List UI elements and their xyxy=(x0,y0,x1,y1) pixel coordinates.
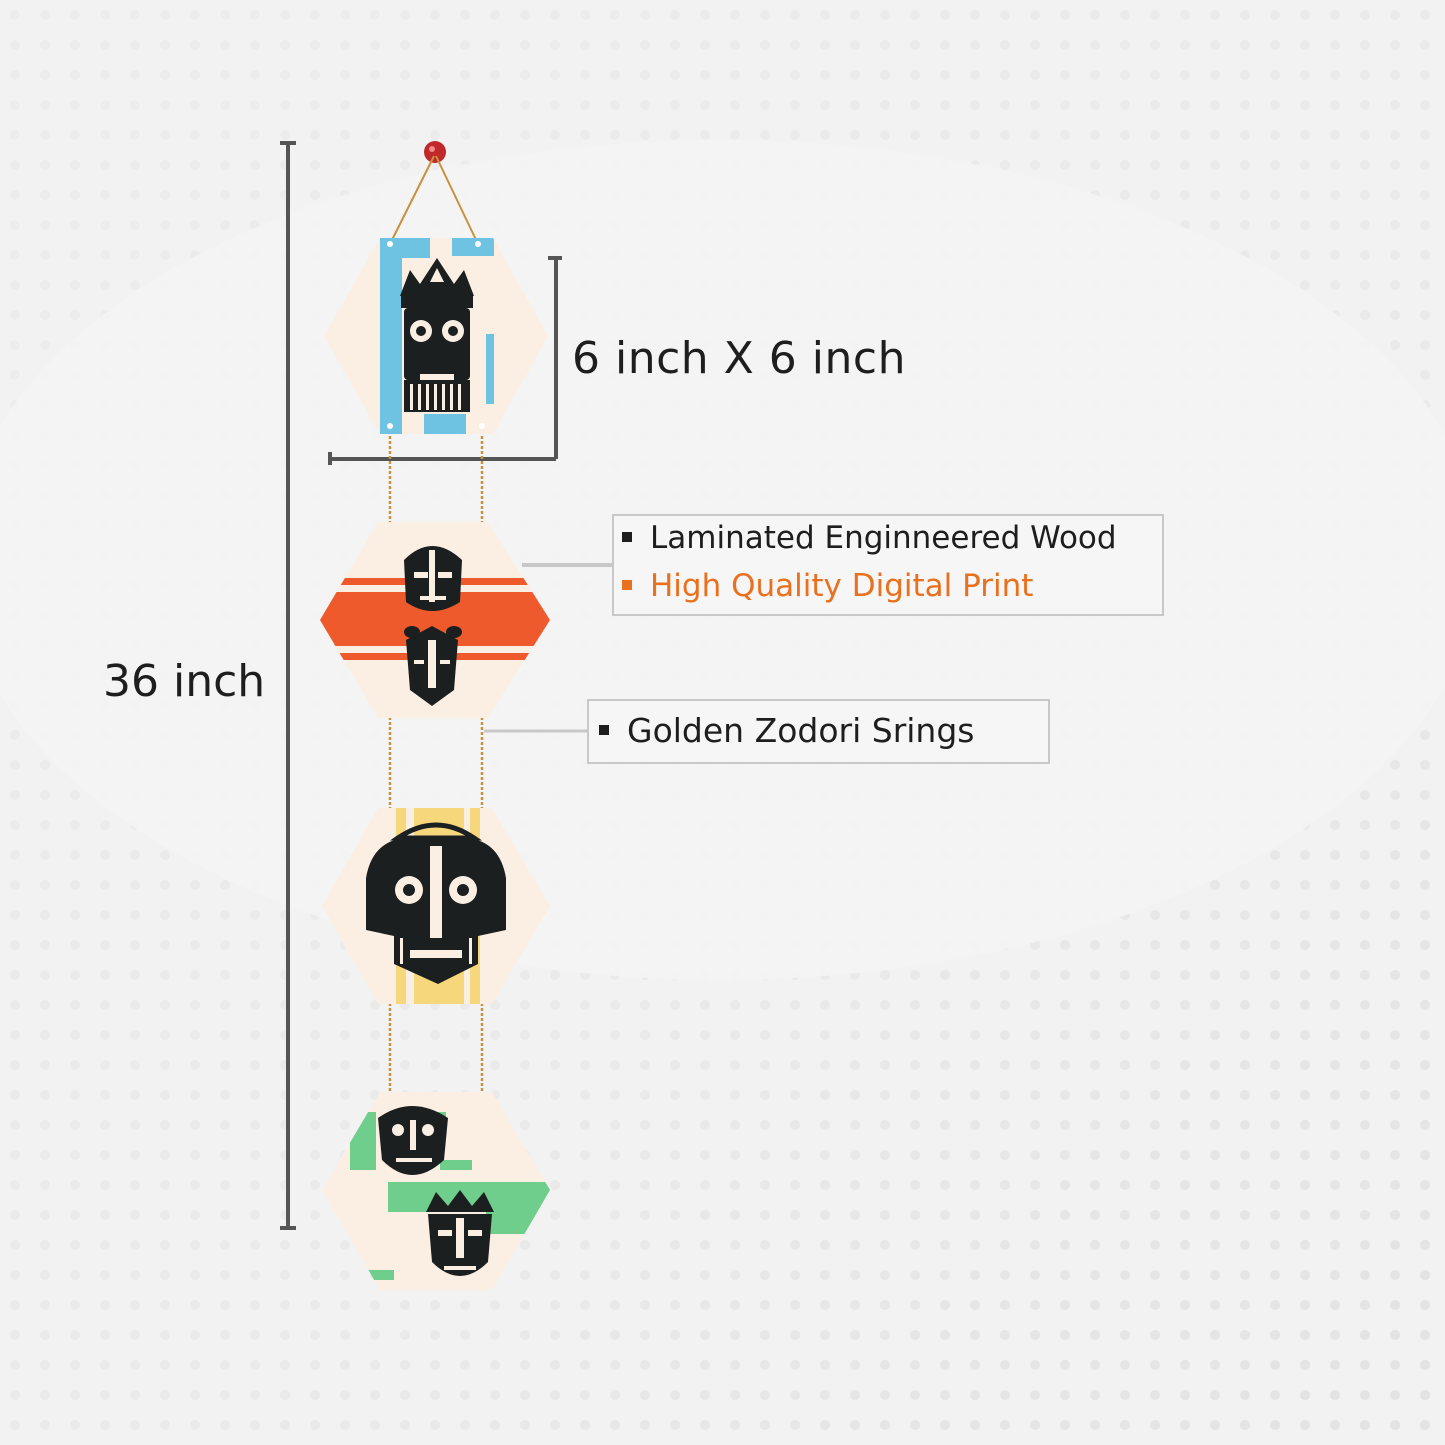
total-height-label: 36 inch xyxy=(103,656,266,707)
tile-size-bracket xyxy=(328,256,562,465)
golden-strings xyxy=(388,426,484,1100)
bullet-icon xyxy=(599,724,609,735)
strings-callout-box: Golden Zodori Srings xyxy=(587,699,1050,764)
hanging-cord xyxy=(389,155,479,245)
height-dimension-line xyxy=(280,141,296,1230)
feature-material: Laminated Enginneered Wood xyxy=(622,520,1117,556)
tile-blue-mask xyxy=(324,238,548,434)
wall-pin xyxy=(424,141,446,163)
tile-yellow-mask xyxy=(322,808,550,1004)
feature-strings: Golden Zodori Srings xyxy=(599,711,974,750)
tile-orange-mask xyxy=(320,522,550,718)
bullet-icon xyxy=(622,531,632,542)
feature-print: High Quality Digital Print xyxy=(622,568,1033,604)
feature-strings-text: Golden Zodori Srings xyxy=(627,711,975,750)
tile-green-mask xyxy=(322,1092,550,1290)
bullet-icon xyxy=(622,579,632,590)
feature-print-text: High Quality Digital Print xyxy=(650,568,1034,604)
material-callout-box: Laminated Enginneered Wood High Quality … xyxy=(612,514,1164,616)
feature-material-text: Laminated Enginneered Wood xyxy=(650,520,1117,556)
tile-size-label: 6 inch X 6 inch xyxy=(572,333,906,384)
